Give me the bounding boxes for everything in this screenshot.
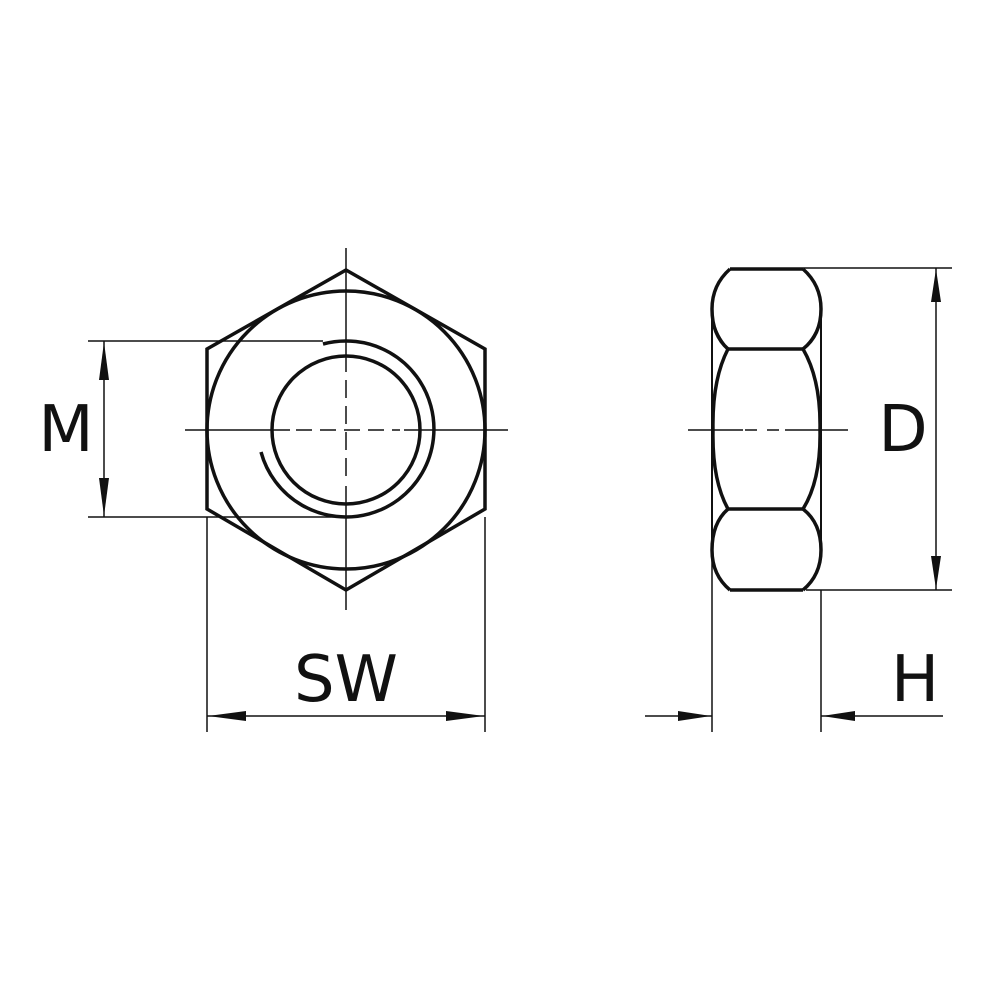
arrowhead (931, 556, 941, 589)
arrowhead (99, 478, 109, 516)
arrowhead (678, 711, 711, 721)
label-h: H (890, 643, 940, 717)
label-m: M (38, 393, 94, 467)
d-dimension (803, 267, 952, 591)
m-dimension (88, 340, 346, 518)
arrowhead (208, 711, 246, 721)
arrowhead (931, 269, 941, 302)
label-sw: SW (294, 643, 398, 717)
h-dimension (645, 560, 943, 732)
front-view (185, 248, 508, 610)
sw-dimension (206, 517, 486, 732)
arrowhead (99, 342, 109, 380)
label-d: D (878, 393, 928, 467)
side-view (688, 267, 848, 592)
arrowhead (822, 711, 855, 721)
arrowhead (446, 711, 484, 721)
thread-arc (259, 339, 436, 519)
